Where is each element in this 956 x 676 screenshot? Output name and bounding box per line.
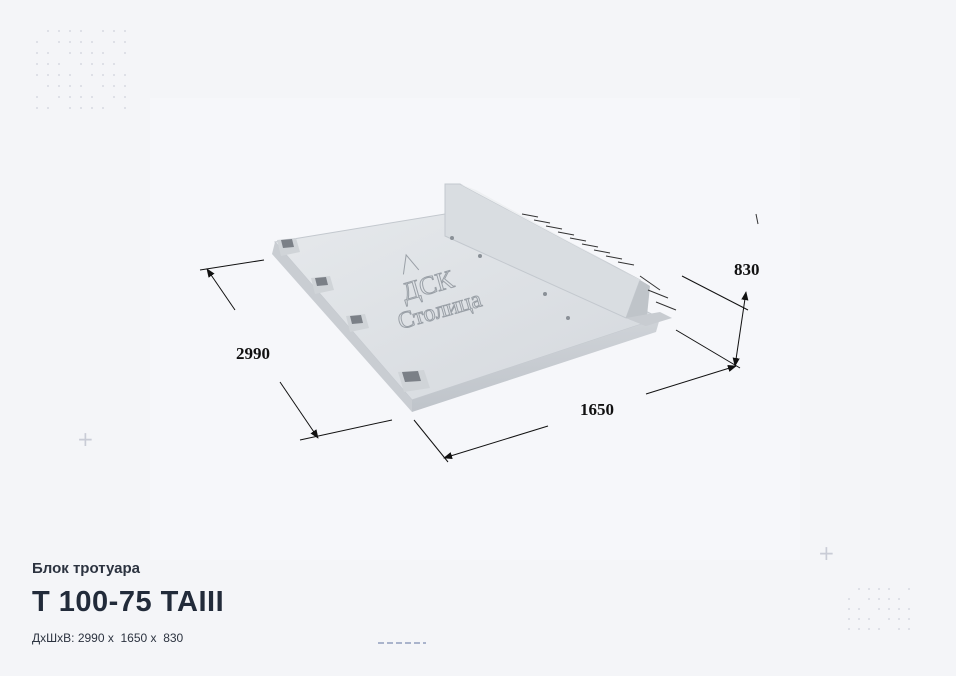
decor-plus-icon: +: [77, 427, 94, 451]
anchor-holes: [450, 236, 570, 320]
curb-wall: [444, 183, 672, 326]
brand-logo: ДСК Столица: [394, 253, 485, 336]
dimension-lines: [199, 259, 749, 463]
dimension-labels: 2990 1650 830: [230, 256, 768, 422]
slab: [272, 213, 662, 412]
product-dimensions: ДхШхВ: 2990 х 1650 х 830: [32, 631, 183, 645]
rebar: [521, 213, 759, 311]
lifting-blocks: [277, 238, 430, 392]
slider-indicator[interactable]: [378, 642, 426, 644]
decor-plus-icon: +: [818, 541, 835, 565]
dim-length-label: 2990: [236, 344, 270, 363]
dimensions-value: 2990 х 1650 х 830: [77, 631, 184, 645]
product-category: Блок тротуара: [32, 560, 140, 577]
dim-width-label: 1650: [580, 400, 614, 419]
dim-height-label: 830: [734, 260, 760, 279]
product-model: Т 100-75 ТАIII: [32, 586, 225, 618]
dimensions-label: ДхШхВ:: [32, 631, 75, 645]
